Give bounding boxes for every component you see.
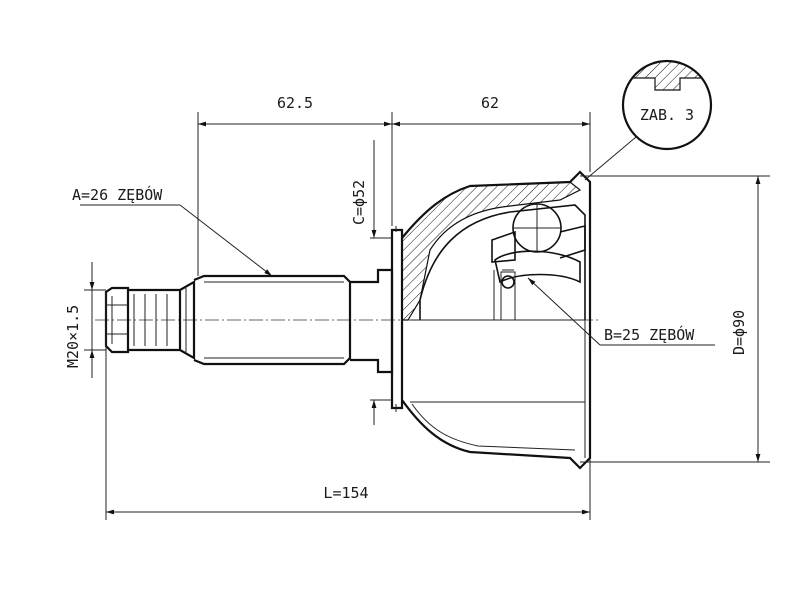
detail-circle: ZAB. 3	[584, 59, 713, 181]
detail-label: ZAB. 3	[640, 106, 694, 124]
dim-62-5: 62.5	[277, 94, 313, 112]
ball-cage	[491, 203, 586, 321]
threaded-end	[104, 226, 404, 412]
spline-a-label: A=26 ZĘBÓW	[72, 185, 163, 204]
spline-b-label: B=25 ZĘBÓW	[604, 325, 695, 344]
dim-diameter-d: D=ϕ90	[730, 310, 748, 355]
dim-thread: M20×1.5	[64, 305, 82, 368]
dim-total-length: L=154	[323, 484, 368, 502]
outer-bell-housing	[401, 170, 592, 470]
dim-62: 62	[481, 94, 499, 112]
dim-diameter-c: C=ϕ52	[350, 180, 368, 225]
